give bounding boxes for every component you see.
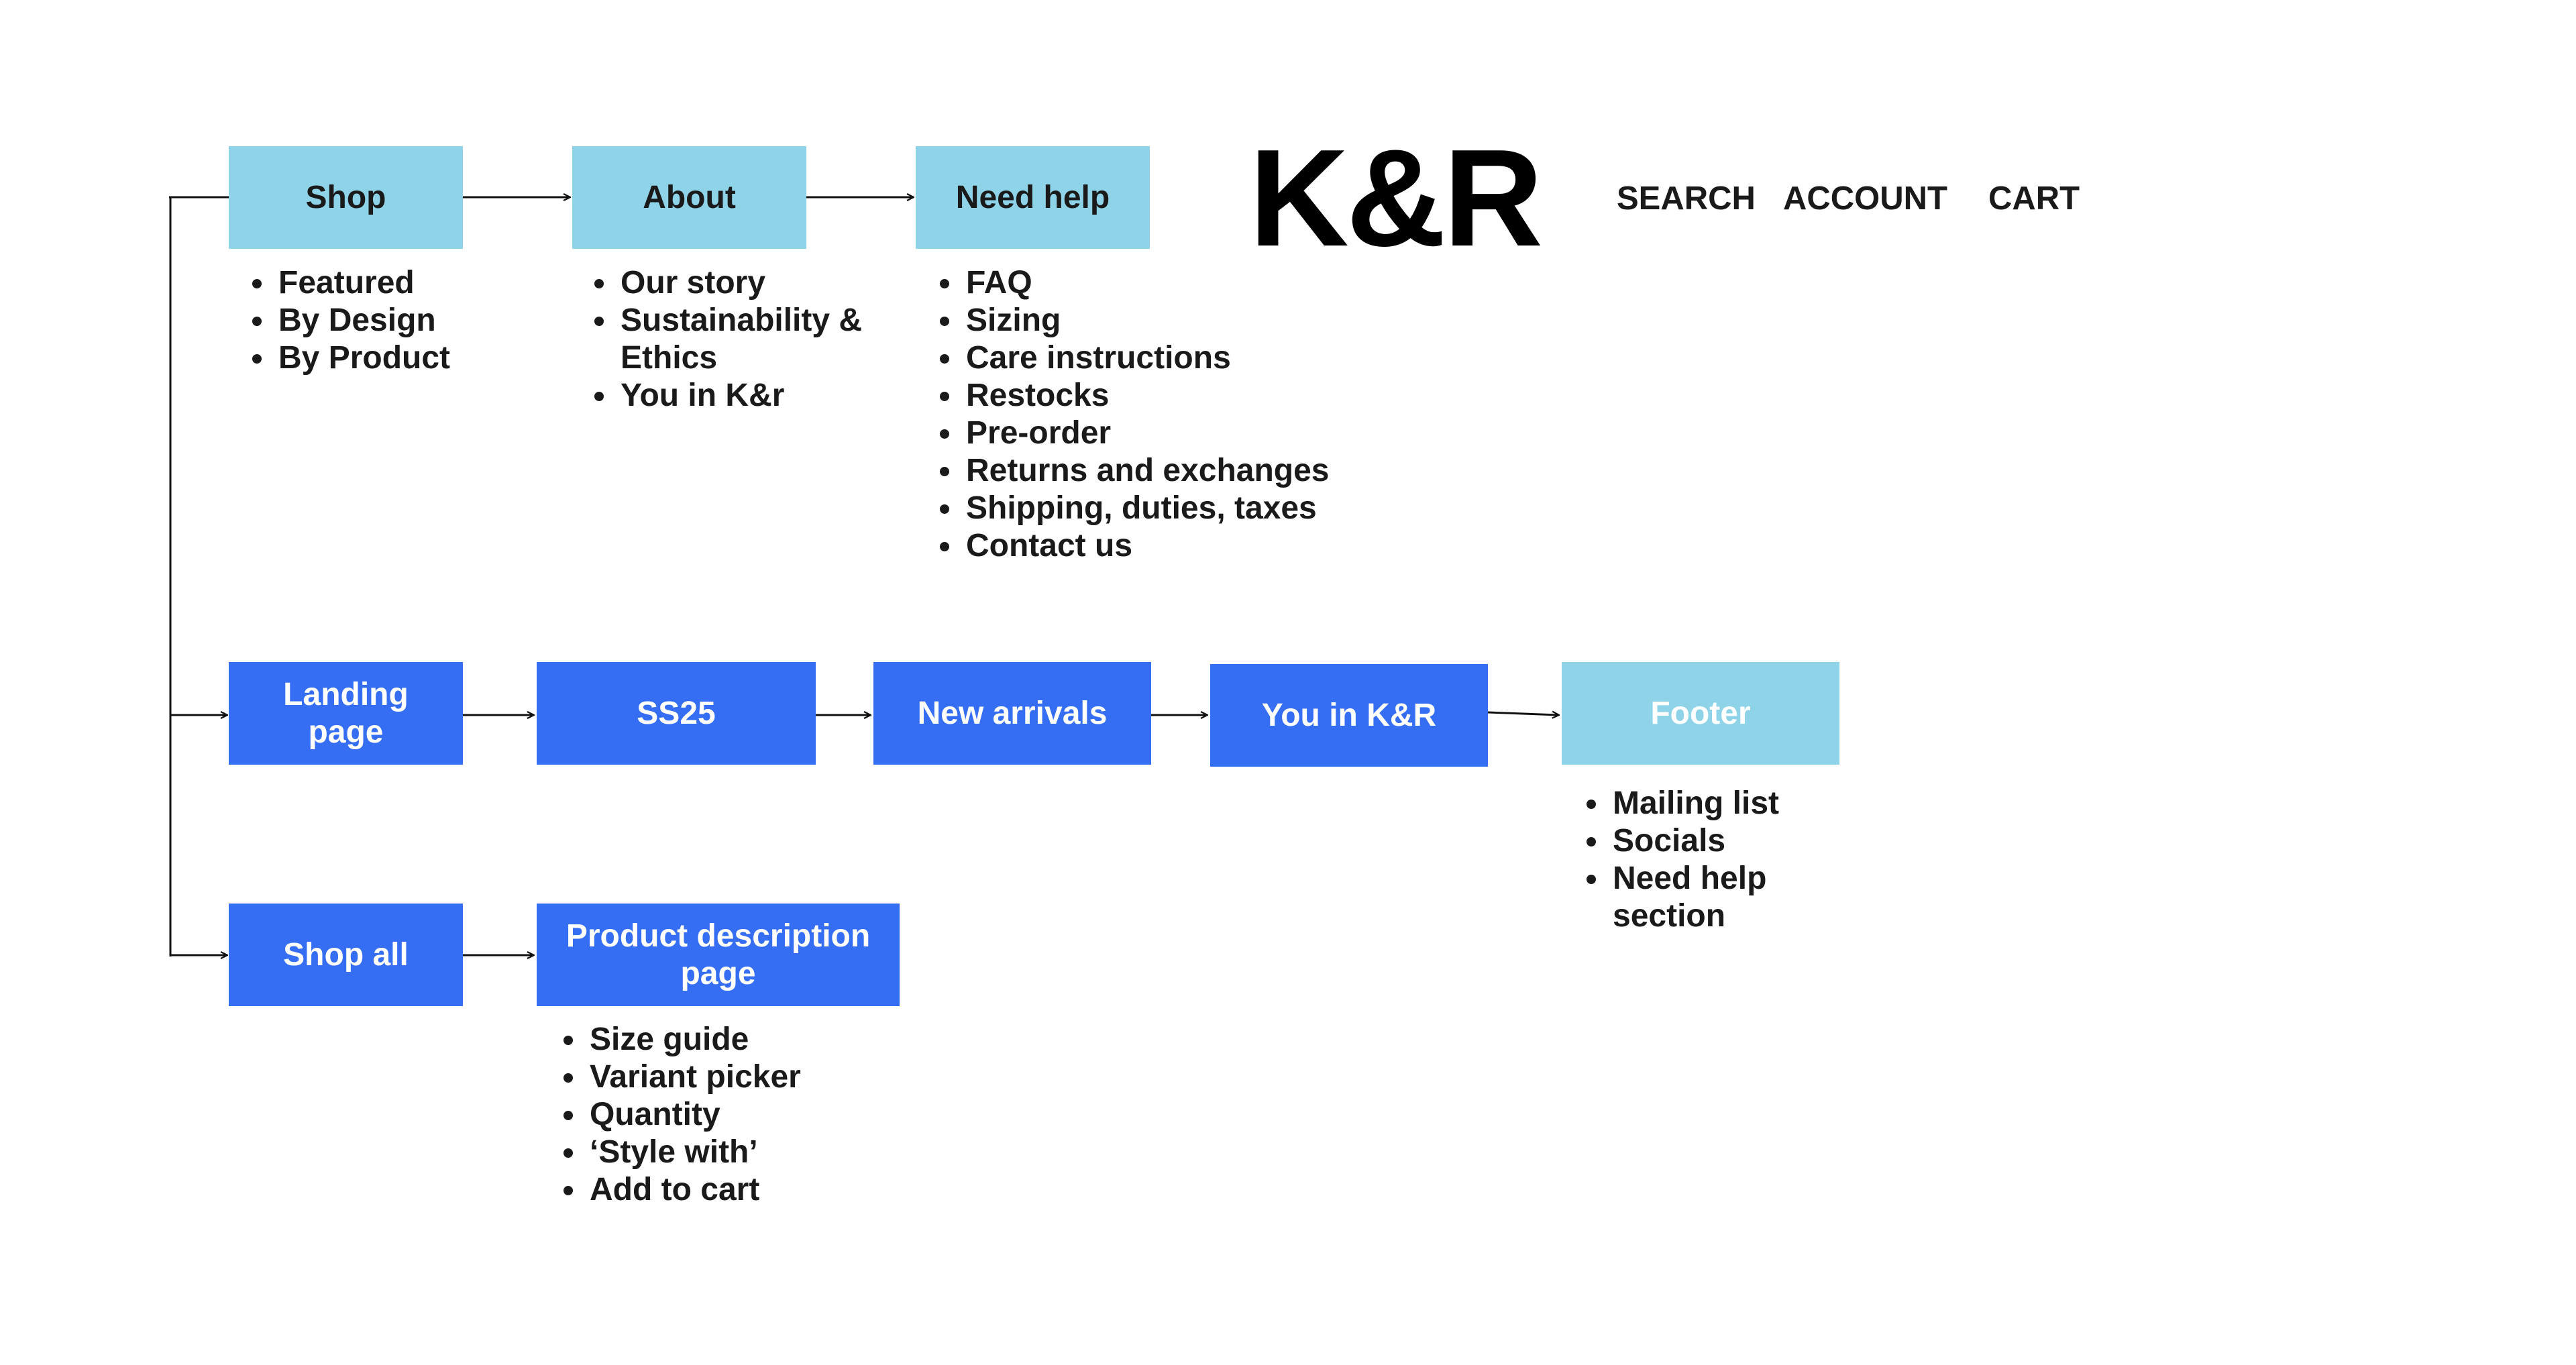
list-item: Restocks [963, 377, 1393, 415]
node-shop-all-label: Shop all [283, 936, 409, 973]
list-item: Care instructions [963, 339, 1393, 377]
node-ss25: SS25 [537, 662, 816, 765]
about-list: Our story Sustainability & Ethics You in… [571, 264, 886, 415]
arrow-youinkr-footer [1487, 712, 1559, 715]
list-item: Sustainability & Ethics [618, 302, 886, 377]
list-item: By Design [276, 302, 557, 339]
node-ss25-label: SS25 [637, 695, 716, 731]
shop-list: Featured By Design By Product [229, 264, 557, 377]
node-you-in-kr: You in K&R [1210, 664, 1488, 767]
nav-account[interactable]: ACCOUNT [1783, 180, 1947, 217]
list-item: Variant picker [587, 1058, 936, 1096]
node-about: About [572, 146, 806, 249]
list-item: Add to cart [587, 1171, 936, 1209]
node-landing-page-line1: Landing [283, 676, 409, 712]
list-item: You in K&r [618, 377, 886, 415]
node-you-in-kr-label: You in K&R [1261, 697, 1437, 733]
need-help-list: FAQ Sizing Care instructions Restocks Pr… [916, 264, 1393, 565]
node-footer-label: Footer [1650, 695, 1751, 731]
list-item: Returns and exchanges [963, 452, 1393, 490]
list-item: FAQ [963, 264, 1393, 302]
list-item: Shipping, duties, taxes [963, 490, 1393, 527]
nav-cart[interactable]: CART [1988, 180, 2080, 217]
brand-logo: K&R [1249, 121, 1543, 275]
node-footer: Footer [1562, 662, 1839, 765]
list-item: Mailing list [1610, 785, 1878, 822]
list-item: ‘Style with’ [587, 1134, 936, 1171]
node-product-description-line1: Product description [566, 918, 871, 954]
node-product-description: Product description page [537, 904, 900, 1006]
list-item: By Product [276, 339, 557, 377]
list-item: Socials [1610, 822, 1878, 860]
list-item: Featured [276, 264, 557, 302]
list-item: Sizing [963, 302, 1393, 339]
node-shop-label: Shop [305, 179, 386, 215]
product-description-list: Size guide Variant picker Quantity ‘Styl… [540, 1021, 936, 1209]
list-item: Need help section [1610, 860, 1878, 935]
node-landing-page: Landing page [229, 662, 463, 765]
list-item: Size guide [587, 1021, 936, 1058]
node-shop-all: Shop all [229, 904, 463, 1006]
footer-list: Mailing list Socials Need help section [1563, 785, 1878, 935]
node-need-help-label: Need help [955, 179, 1110, 215]
node-need-help: Need help [916, 146, 1150, 249]
nav-search[interactable]: SEARCH [1617, 180, 1756, 217]
node-new-arrivals-label: New arrivals [917, 695, 1108, 731]
node-about-label: About [643, 179, 736, 215]
node-new-arrivals: New arrivals [873, 662, 1151, 765]
node-landing-page-line2: page [308, 714, 384, 750]
node-shop: Shop [229, 146, 463, 249]
list-item: Quantity [587, 1096, 936, 1134]
node-product-description-line2: page [680, 955, 756, 991]
list-item: Our story [618, 264, 886, 302]
list-item: Pre-order [963, 415, 1393, 452]
list-item: Contact us [963, 527, 1393, 565]
